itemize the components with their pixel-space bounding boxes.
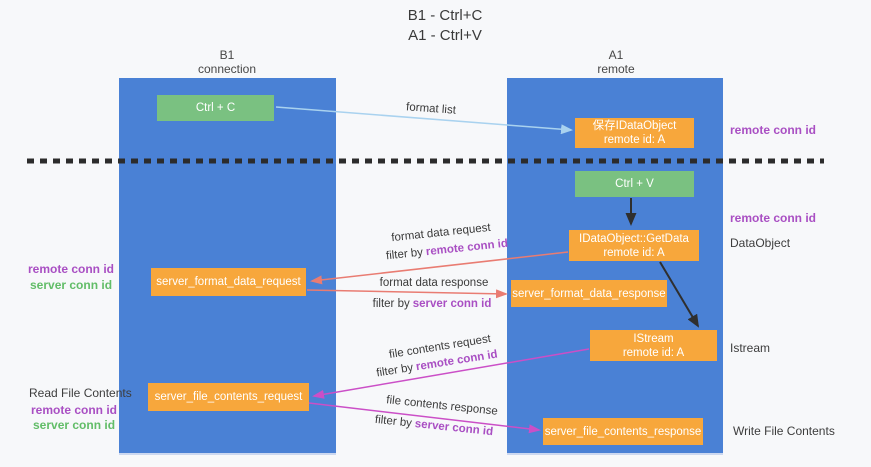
server-format-data-response-label: server_format_data_response bbox=[512, 287, 666, 300]
save-idataobject-line1: 保存IDataObject bbox=[592, 120, 677, 132]
right-remote-conn-id-label-2: remote conn id bbox=[730, 211, 817, 225]
istream-line2: remote id: A bbox=[622, 346, 685, 359]
server-file-contents-request-label: server_file_contents_request bbox=[154, 391, 303, 403]
istream-margin-label: Istream bbox=[730, 341, 771, 355]
server-file-contents-response-box: server_file_contents_response bbox=[543, 418, 703, 445]
arrow-format-data-request bbox=[310, 251, 569, 285]
getdata-line1: IDataObject::GetData bbox=[579, 232, 689, 245]
filter-key-2: server conn id bbox=[412, 298, 492, 310]
istream-box: IStream remote id: A bbox=[590, 330, 717, 361]
filter-prefix-2: filter by bbox=[372, 298, 410, 310]
dataobject-label: DataObject bbox=[730, 236, 791, 250]
server-format-data-request-box: server_format_data_request bbox=[151, 268, 306, 296]
arrow-file-contents-response bbox=[308, 402, 541, 434]
ctrl-v-label: Ctrl + V bbox=[615, 178, 654, 190]
title-line-2: A1 - Ctrl+V bbox=[408, 27, 482, 44]
arrow-format-list bbox=[275, 106, 573, 135]
right-column-name: A1 bbox=[608, 48, 624, 62]
ctrl-c-label: Ctrl + C bbox=[195, 102, 236, 114]
left-column-subtitle: connection bbox=[197, 62, 257, 76]
left-remote-conn-id-label-1: remote conn id bbox=[28, 262, 115, 276]
left-server-conn-id-label-1: server conn id bbox=[30, 278, 113, 292]
getdata-line2: remote id: A bbox=[603, 246, 665, 259]
arrow-file-contents-request bbox=[312, 348, 590, 399]
right-remote-conn-id-label-1: remote conn id bbox=[730, 123, 817, 137]
server-file-contents-request-box: server_file_contents_request bbox=[148, 383, 309, 411]
write-file-contents-label: Write File Contents bbox=[733, 424, 835, 438]
save-idataobject-line2: remote id: A bbox=[603, 134, 666, 146]
ctrl-c-box: Ctrl + C bbox=[157, 95, 274, 121]
idataobject-getdata-box: IDataObject::GetData remote id: A bbox=[569, 230, 699, 261]
diagram-title: B1 - Ctrl+C A1 - Ctrl+V bbox=[408, 6, 483, 46]
ctrl-v-box: Ctrl + V bbox=[575, 171, 694, 197]
read-file-contents-label: Read File Contents bbox=[29, 386, 132, 400]
right-column-header: A1 remote bbox=[597, 48, 634, 76]
arrow-format-data-response bbox=[306, 289, 508, 299]
format-data-response-label: format data response bbox=[379, 277, 489, 289]
arrow-getdata-to-istream bbox=[659, 261, 700, 328]
server-format-data-response-box: server_format_data_response bbox=[511, 280, 667, 307]
left-column-name: B1 bbox=[219, 48, 235, 62]
server-file-contents-response-label: server_file_contents_response bbox=[544, 425, 702, 438]
title-line-1: B1 - Ctrl+C bbox=[407, 7, 483, 24]
left-column-header: B1 connection bbox=[198, 48, 256, 76]
right-column-subtitle: remote bbox=[597, 62, 635, 76]
left-server-conn-id-label-2: server conn id bbox=[33, 418, 116, 432]
left-remote-conn-id-label-2: remote conn id bbox=[31, 403, 118, 417]
server-format-data-request-label: server_format_data_request bbox=[156, 276, 301, 288]
save-idataobject-box: 保存IDataObject remote id: A bbox=[575, 118, 694, 148]
istream-line1: IStream bbox=[633, 332, 674, 345]
